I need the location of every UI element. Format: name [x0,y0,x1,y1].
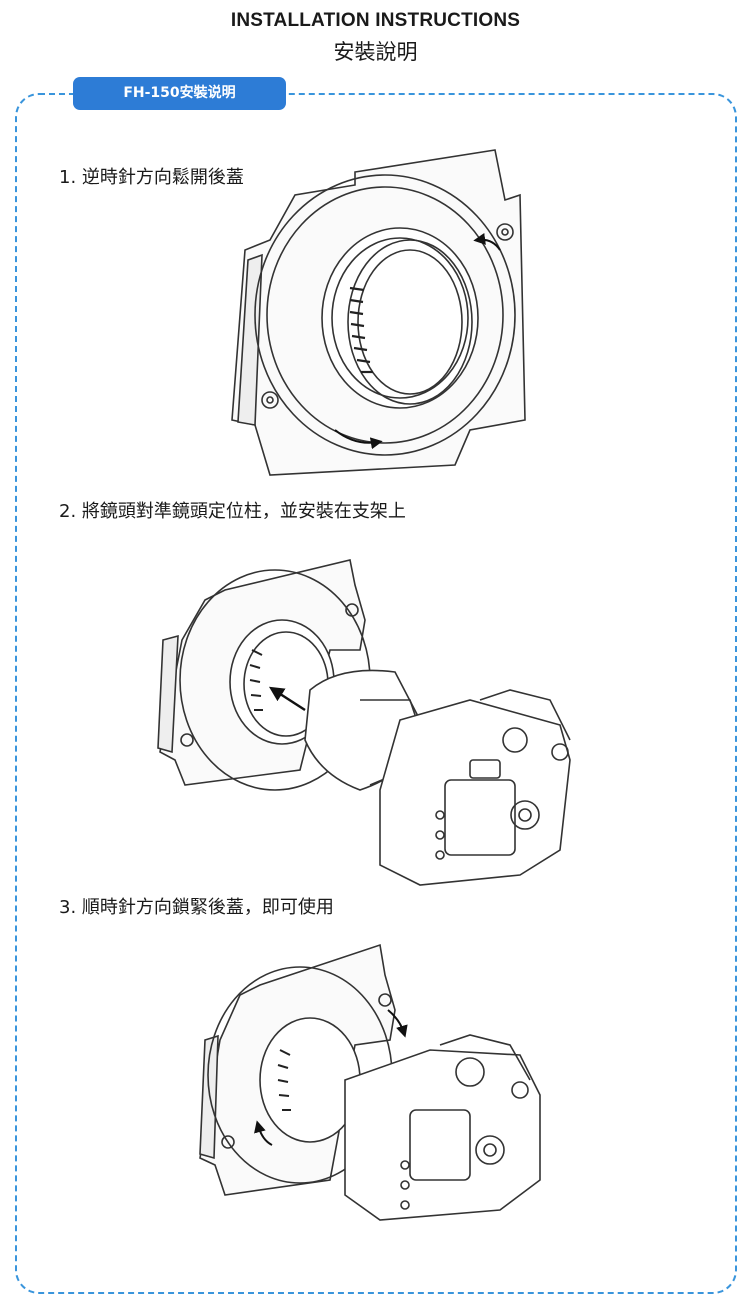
step-3-text: 3. 順時針方向鎖緊後蓋，即可使用 [59,897,334,918]
page-title-en: INSTALLATION INSTRUCTIONS [230,10,521,31]
page-title-zh: 安裝說明 [333,40,418,64]
step-1-text: 1. 逆時針方向鬆開後蓋 [59,167,244,188]
section-tag: FH-150安裝说明 [73,77,286,110]
instructions-frame [15,93,737,1294]
step-2-text: 2. 將鏡頭對準鏡頭定位柱，並安裝在支架上 [59,501,406,522]
